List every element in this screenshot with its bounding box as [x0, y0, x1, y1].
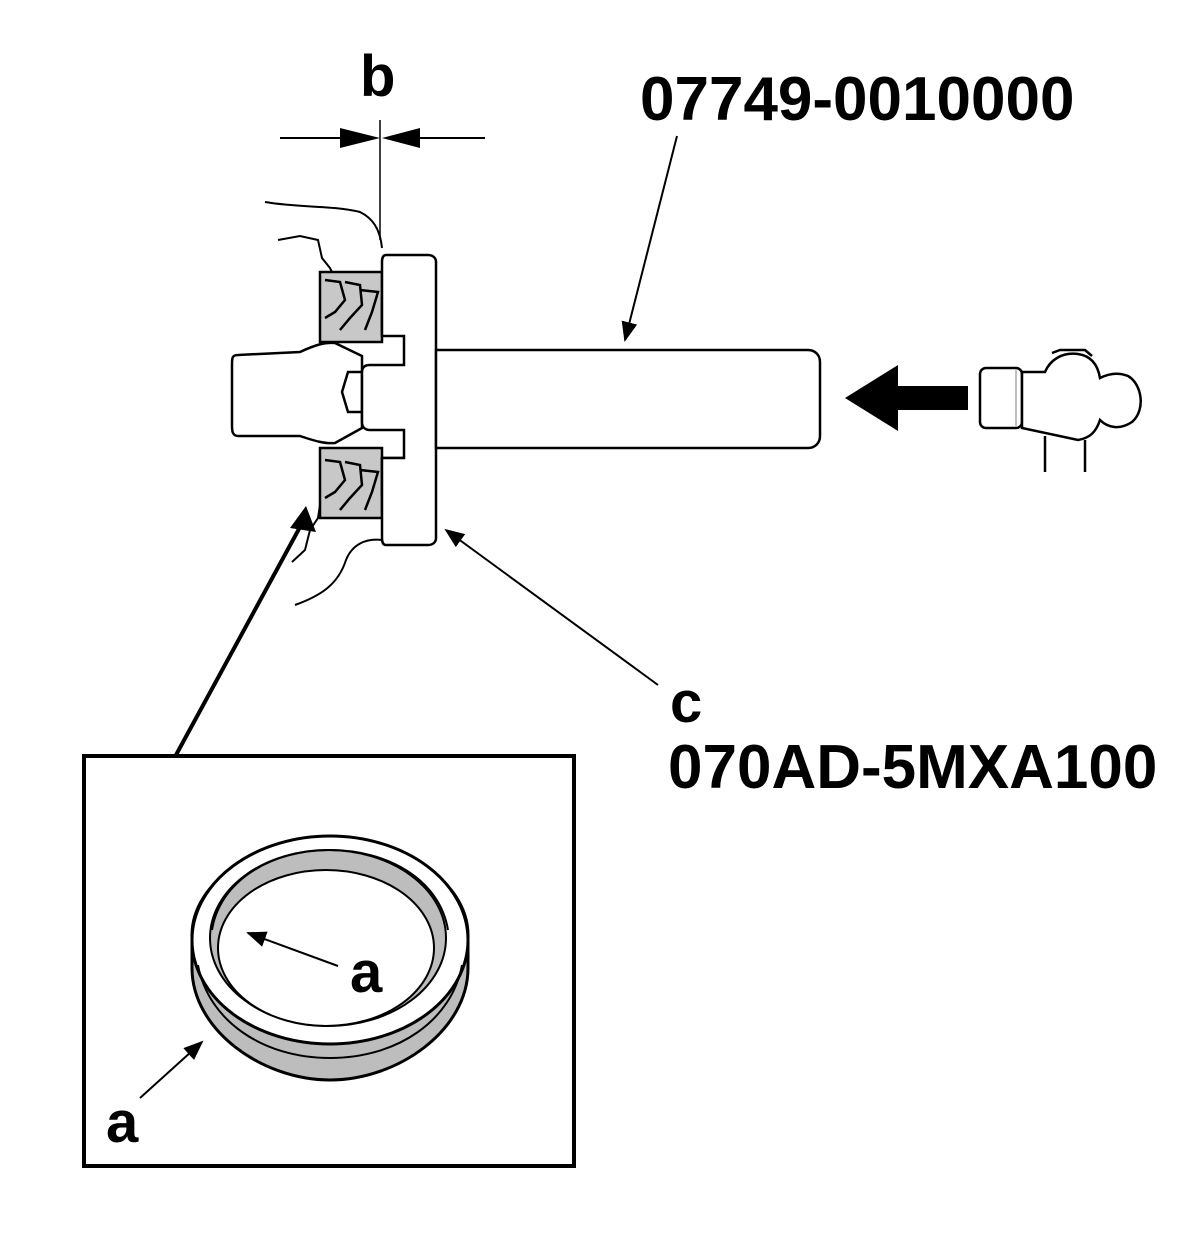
seal-ring: [190, 834, 470, 1082]
dimension-b: [280, 120, 485, 240]
hammer-icon: [978, 348, 1142, 472]
driver-shaft[interactable]: [434, 348, 822, 450]
leader-attachment: [444, 528, 659, 686]
arrow-left-icon: [845, 365, 968, 431]
leader-detail: [174, 506, 316, 756]
label-driver-part-number: 07749-0010000: [640, 65, 1074, 134]
shaft-stub: [230, 341, 364, 445]
label-a-inner: a: [350, 940, 383, 1005]
leader-driver: [621, 135, 678, 342]
detail-box: a a: [82, 754, 576, 1168]
attachment-flange: [360, 253, 438, 547]
label-c: c: [670, 670, 702, 735]
label-b: b: [360, 44, 395, 109]
housing-upper: [264, 201, 383, 273]
label-attachment-part-number: 070AD-5MXA100: [668, 733, 1157, 802]
label-a-outer: a: [106, 1090, 139, 1155]
